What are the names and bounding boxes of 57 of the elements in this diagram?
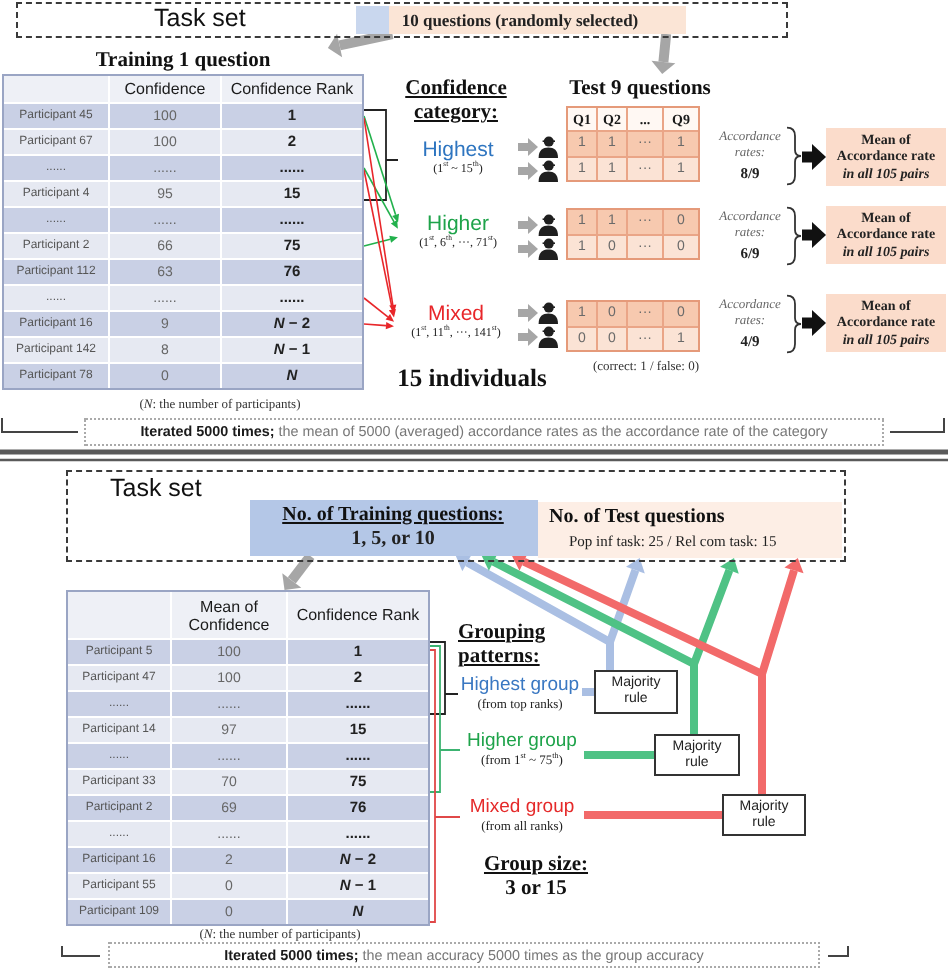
category-name: Highest xyxy=(422,138,494,162)
arrow xyxy=(518,216,538,234)
connector-line xyxy=(582,688,594,696)
connector-line xyxy=(584,751,654,759)
section-heading: Group size: xyxy=(484,854,588,878)
table-title: Training 1 question xyxy=(95,48,271,74)
arrow xyxy=(363,235,398,247)
group-name: Higher group xyxy=(467,730,577,752)
category-name: Mixed xyxy=(427,302,484,326)
dashed-frame xyxy=(66,470,846,562)
connector-line xyxy=(584,811,722,819)
dashed-frame xyxy=(16,2,788,38)
arrow xyxy=(282,552,315,590)
info-panel xyxy=(249,499,537,555)
bracket-connector xyxy=(429,649,461,923)
group-name: Mixed group xyxy=(469,796,575,820)
person-icon xyxy=(538,302,558,324)
arrow xyxy=(327,29,394,58)
arrow xyxy=(363,297,395,322)
arrow xyxy=(518,328,538,346)
person-icon xyxy=(538,238,558,260)
column-header: Confidence Rank xyxy=(288,592,428,638)
arrow xyxy=(802,310,826,336)
arrow xyxy=(802,222,826,248)
person-icon xyxy=(538,326,558,348)
arrow xyxy=(363,115,400,223)
arrow xyxy=(363,322,394,330)
arrow xyxy=(651,33,676,74)
column-header: Confidence xyxy=(110,76,220,102)
panel-heading: No. of Test questions xyxy=(549,505,725,529)
arrow xyxy=(518,138,538,156)
section-heading: Grouping patterns: xyxy=(458,622,546,670)
bracket-connector xyxy=(363,109,399,201)
section-title: Task set xyxy=(154,4,246,34)
count-label: 15 individuals xyxy=(397,364,547,394)
section-heading: Confidence category: xyxy=(405,78,507,126)
column-header: Confidence Rank xyxy=(222,76,362,102)
arrow xyxy=(518,240,538,258)
arrow xyxy=(518,304,538,322)
person-icon xyxy=(538,160,558,182)
person-icon xyxy=(538,214,558,236)
table-title: Test 9 questions xyxy=(569,76,711,104)
column-header: Mean of Confidence xyxy=(172,592,286,638)
panel-text: 1, 5, or 10 xyxy=(351,527,435,551)
arrow xyxy=(802,144,826,170)
person-icon xyxy=(538,136,558,158)
category-name: Higher xyxy=(427,212,489,236)
arrow xyxy=(363,167,398,229)
bracket-connector xyxy=(429,641,459,715)
info-panel xyxy=(537,501,841,557)
group-name: Highest group xyxy=(460,674,580,698)
group-size-value: 3 or 15 xyxy=(505,878,567,902)
panel-heading: No. of Training questions: xyxy=(282,503,504,527)
bracket-connector xyxy=(429,645,461,793)
info-box: 10 questions (randomly selected) xyxy=(355,5,685,33)
arrow xyxy=(518,162,538,180)
section-title: Task set xyxy=(110,474,202,504)
